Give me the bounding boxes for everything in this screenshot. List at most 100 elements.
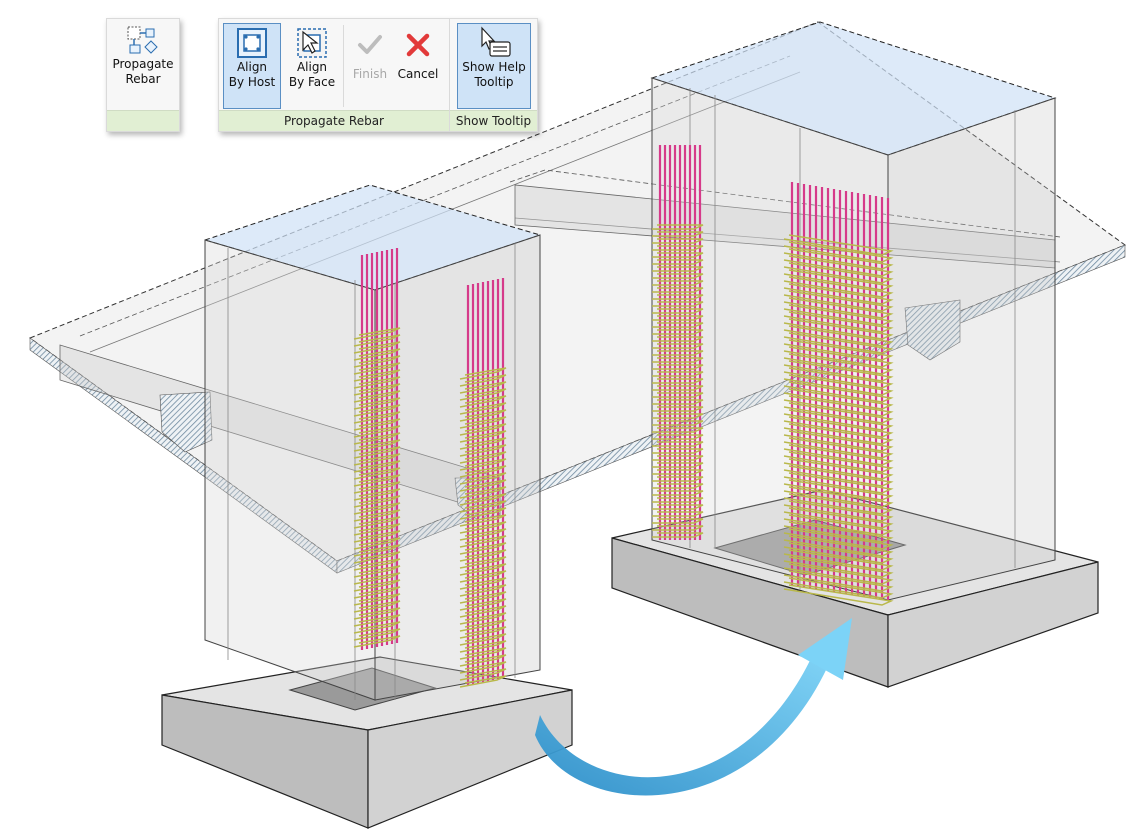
stirrup-rebar[interactable] <box>652 476 704 482</box>
stirrup-rebar[interactable] <box>652 392 704 398</box>
stirrup-rebar[interactable] <box>353 327 401 340</box>
stirrup-rebar[interactable] <box>783 416 894 438</box>
stirrup-rebar[interactable] <box>783 332 894 354</box>
stirrup-rebar[interactable] <box>652 245 704 251</box>
finish-button[interactable]: Finish <box>347 31 393 91</box>
stirrup-rebar[interactable] <box>783 353 894 375</box>
stirrup-rebar[interactable] <box>459 493 507 506</box>
stirrup-rebar[interactable] <box>783 521 894 543</box>
stirrup-rebar[interactable] <box>783 255 894 277</box>
align-by-face-button[interactable]: Align By Face <box>283 24 341 110</box>
stirrup-rebar[interactable] <box>652 350 704 356</box>
stirrup-rebar[interactable] <box>353 600 401 613</box>
stirrup-rebar[interactable] <box>652 413 704 419</box>
stirrup-rebar[interactable] <box>652 294 704 300</box>
stirrup-rebar[interactable] <box>459 668 507 681</box>
stirrup-rebar[interactable] <box>353 628 401 641</box>
stirrup-rebar[interactable] <box>459 472 507 485</box>
stirrup-rebar[interactable] <box>459 577 507 590</box>
stirrup-rebar[interactable] <box>353 502 401 515</box>
stirrup-rebar[interactable] <box>783 290 894 312</box>
stirrup-rebar[interactable] <box>459 381 507 394</box>
stirrup-rebar[interactable] <box>353 614 401 627</box>
stirrup-rebar[interactable] <box>652 490 704 496</box>
stirrup-rebar[interactable] <box>652 455 704 461</box>
stirrup-rebar[interactable] <box>783 577 894 599</box>
stirrup-rebar[interactable] <box>459 437 507 450</box>
stirrup-rebar[interactable] <box>353 530 401 543</box>
stirrup-rebar[interactable] <box>459 500 507 513</box>
stirrup-rebar[interactable] <box>459 444 507 457</box>
stirrup-rebar[interactable] <box>783 458 894 480</box>
stirrup-rebar[interactable] <box>783 556 894 578</box>
stirrup-rebar[interactable] <box>652 511 704 517</box>
stirrup-rebar[interactable] <box>459 654 507 667</box>
stirrup-rebar[interactable] <box>459 549 507 562</box>
stirrup-rebar[interactable] <box>459 402 507 415</box>
stirrup-rebar[interactable] <box>652 399 704 405</box>
stirrup-rebar[interactable] <box>459 619 507 632</box>
stirrup-rebar[interactable] <box>783 514 894 536</box>
stirrup-rebar[interactable] <box>652 532 704 538</box>
stirrup-rebar[interactable] <box>459 423 507 436</box>
stirrup-rebar[interactable] <box>459 416 507 429</box>
stirrup-rebar[interactable] <box>459 661 507 674</box>
stirrup-rebar[interactable] <box>783 248 894 270</box>
stirrup-rebar[interactable] <box>783 472 894 494</box>
stirrup-rebar[interactable] <box>459 598 507 611</box>
stirrup-rebar[interactable] <box>353 397 401 410</box>
stirrup-rebar[interactable] <box>353 509 401 522</box>
stirrup-rebar[interactable] <box>459 409 507 422</box>
stirrup-rebar[interactable] <box>353 383 401 396</box>
stirrup-rebar[interactable] <box>652 259 704 265</box>
stirrup-rebar[interactable] <box>783 325 894 347</box>
stirrup-rebar[interactable] <box>353 593 401 606</box>
stirrup-rebar[interactable] <box>353 453 401 466</box>
stirrup-rebar[interactable] <box>459 633 507 646</box>
stirrup-rebar[interactable] <box>459 570 507 583</box>
stirrup-rebar[interactable] <box>652 504 704 510</box>
stirrup-rebar[interactable] <box>783 346 894 368</box>
stirrup-rebar[interactable] <box>353 425 401 438</box>
stirrup-rebar[interactable] <box>652 462 704 468</box>
stirrup-rebar[interactable] <box>783 409 894 431</box>
stirrup-rebar[interactable] <box>783 500 894 522</box>
stirrup-rebar[interactable] <box>353 348 401 361</box>
stirrup-rebar[interactable] <box>353 516 401 529</box>
cancel-button[interactable]: Cancel <box>394 31 442 91</box>
rebar-cage-left-front[interactable] <box>353 248 401 650</box>
stirrup-rebar[interactable] <box>652 287 704 293</box>
stirrup-rebar[interactable] <box>353 404 401 417</box>
stirrup-rebar[interactable] <box>783 318 894 340</box>
stirrup-rebar[interactable] <box>652 371 704 377</box>
stirrup-rebar[interactable] <box>652 525 704 531</box>
stirrup-rebar[interactable] <box>459 542 507 555</box>
stirrup-rebar[interactable] <box>459 388 507 401</box>
stirrup-rebar[interactable] <box>783 262 894 284</box>
rebar-cage-right-back[interactable] <box>783 182 894 606</box>
stirrup-rebar[interactable] <box>783 507 894 529</box>
stirrup-rebar[interactable] <box>353 355 401 368</box>
stirrup-rebar[interactable] <box>783 444 894 466</box>
stirrup-rebar[interactable] <box>652 469 704 475</box>
stirrup-rebar[interactable] <box>353 495 401 508</box>
stirrup-rebar[interactable] <box>459 563 507 576</box>
stirrup-rebar[interactable] <box>783 535 894 557</box>
stirrup-rebar[interactable] <box>459 556 507 569</box>
stirrup-rebar[interactable] <box>459 430 507 443</box>
stirrup-rebar[interactable] <box>459 605 507 618</box>
stirrup-rebar[interactable] <box>783 542 894 564</box>
stirrup-rebar[interactable] <box>353 467 401 480</box>
stirrup-rebar[interactable] <box>783 563 894 585</box>
stirrup-rebar[interactable] <box>353 621 401 634</box>
stirrup-rebar[interactable] <box>783 549 894 571</box>
stirrup-rebar[interactable] <box>652 483 704 489</box>
stirrup-rebar[interactable] <box>783 423 894 445</box>
stirrup-rebar[interactable] <box>652 329 704 335</box>
stirrup-rebar[interactable] <box>783 451 894 473</box>
stirrup-rebar[interactable] <box>783 486 894 508</box>
stirrup-rebar[interactable] <box>353 432 401 445</box>
stirrup-rebar[interactable] <box>353 635 401 648</box>
stirrup-rebar[interactable] <box>652 427 704 433</box>
stirrup-rebar[interactable] <box>459 395 507 408</box>
